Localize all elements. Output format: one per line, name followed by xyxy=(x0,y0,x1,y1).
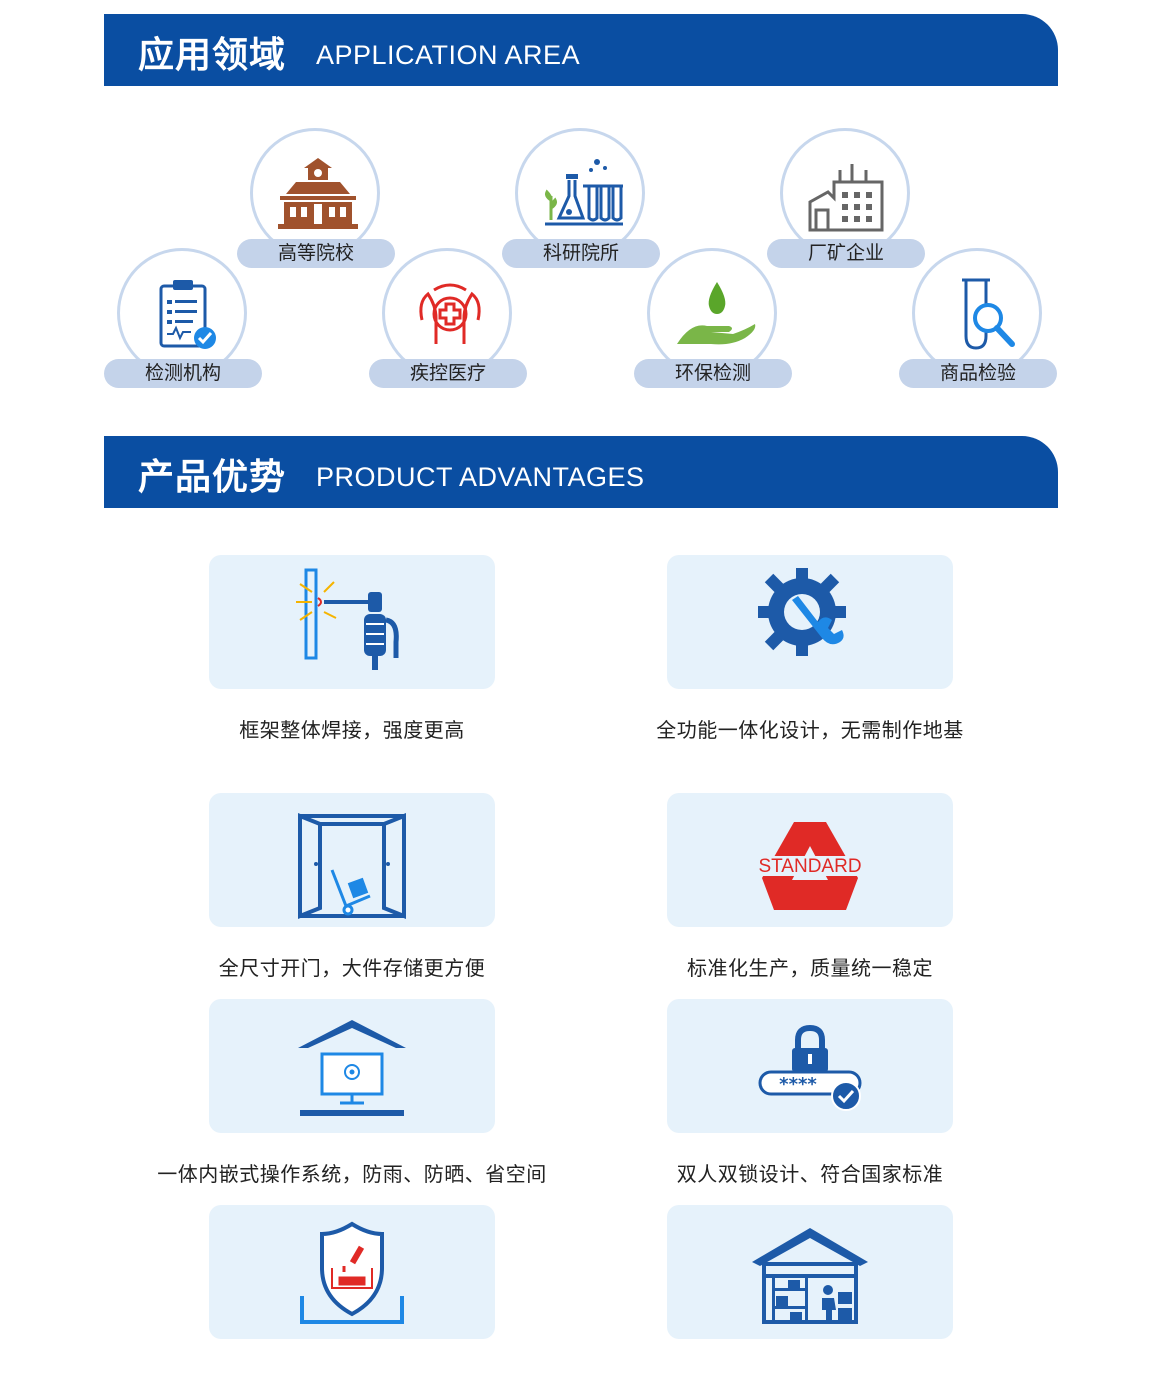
water-drop-hand-icon xyxy=(677,282,756,345)
open-door-cart-icon xyxy=(298,813,406,919)
embedded-monitor-icon xyxy=(298,1020,406,1116)
app-label: 疾控医疗 xyxy=(369,359,527,388)
app-label: 检测机构 xyxy=(104,359,262,388)
advantage-text: 框架整体焊接，强度更高 xyxy=(239,718,465,742)
password-lock-icon: **** xyxy=(758,1024,862,1111)
app-item-commodity-inspection: 商品检验 xyxy=(899,248,1059,408)
app-item-factory: 厂矿企业 xyxy=(767,128,927,288)
app-item-research-institute: 科研院所 xyxy=(502,128,662,288)
test-tube-magnifier-icon xyxy=(962,278,1015,350)
advantage-card-integrated-design xyxy=(667,555,953,689)
standard-label: STANDARD xyxy=(758,856,861,877)
factory-icon xyxy=(808,164,884,232)
advantage-card-welding xyxy=(209,555,495,689)
application-title-zh: 应用领域 xyxy=(138,35,287,76)
clipboard-check-icon xyxy=(159,280,216,349)
advantage-card-warehouse xyxy=(667,1205,953,1339)
warehouse-worker-icon xyxy=(752,1228,868,1324)
advantage-card-dual-lock: **** xyxy=(667,999,953,1133)
school-building-icon xyxy=(278,158,358,229)
advantage-card-full-door xyxy=(209,793,495,927)
password-stars: **** xyxy=(779,1074,817,1095)
app-item-environmental: 环保检测 xyxy=(634,248,794,408)
app-label: 科研院所 xyxy=(502,239,660,268)
lab-flasks-icon xyxy=(545,159,623,226)
advantage-text: 全尺寸开门，大件存储更方便 xyxy=(218,956,486,980)
advantage-card-embedded-system xyxy=(209,999,495,1133)
app-item-university: 高等院校 xyxy=(237,128,397,288)
advantages-title-en: PRODUCT ADVANTAGES xyxy=(316,462,645,492)
app-item-testing-agency: 检测机构 xyxy=(104,248,264,408)
advantage-text: 全功能一体化设计，无需制作地基 xyxy=(656,718,964,742)
advantage-text: 双人双锁设计、符合国家标准 xyxy=(676,1162,944,1186)
app-label: 环保检测 xyxy=(634,359,792,388)
app-label: 高等院校 xyxy=(237,239,395,268)
advantages-title-zh: 产品优势 xyxy=(138,457,287,498)
advantage-card-standard: STANDARD xyxy=(667,793,953,927)
welding-icon xyxy=(296,568,399,670)
application-title-en: APPLICATION AREA xyxy=(316,40,581,70)
standard-badge-icon: STANDARD xyxy=(750,822,870,910)
gear-wrench-icon xyxy=(758,568,846,656)
advantage-text: 标准化生产，质量统一稳定 xyxy=(687,956,933,980)
advantage-text: 一体内嵌式操作系统，防雨、防晒、省空间 xyxy=(157,1162,547,1186)
product-advantages-header: 产品优势 PRODUCT ADVANTAGES xyxy=(104,436,1058,508)
medical-cross-hands-icon xyxy=(419,283,481,344)
app-label: 商品检验 xyxy=(899,359,1057,388)
app-item-disease-control: 疾控医疗 xyxy=(369,248,529,408)
application-area-header: 应用领域 APPLICATION AREA xyxy=(104,14,1058,86)
chemical-shield-icon xyxy=(300,1221,404,1324)
app-label: 厂矿企业 xyxy=(767,239,925,268)
advantage-card-corrosion-resistant xyxy=(209,1205,495,1339)
